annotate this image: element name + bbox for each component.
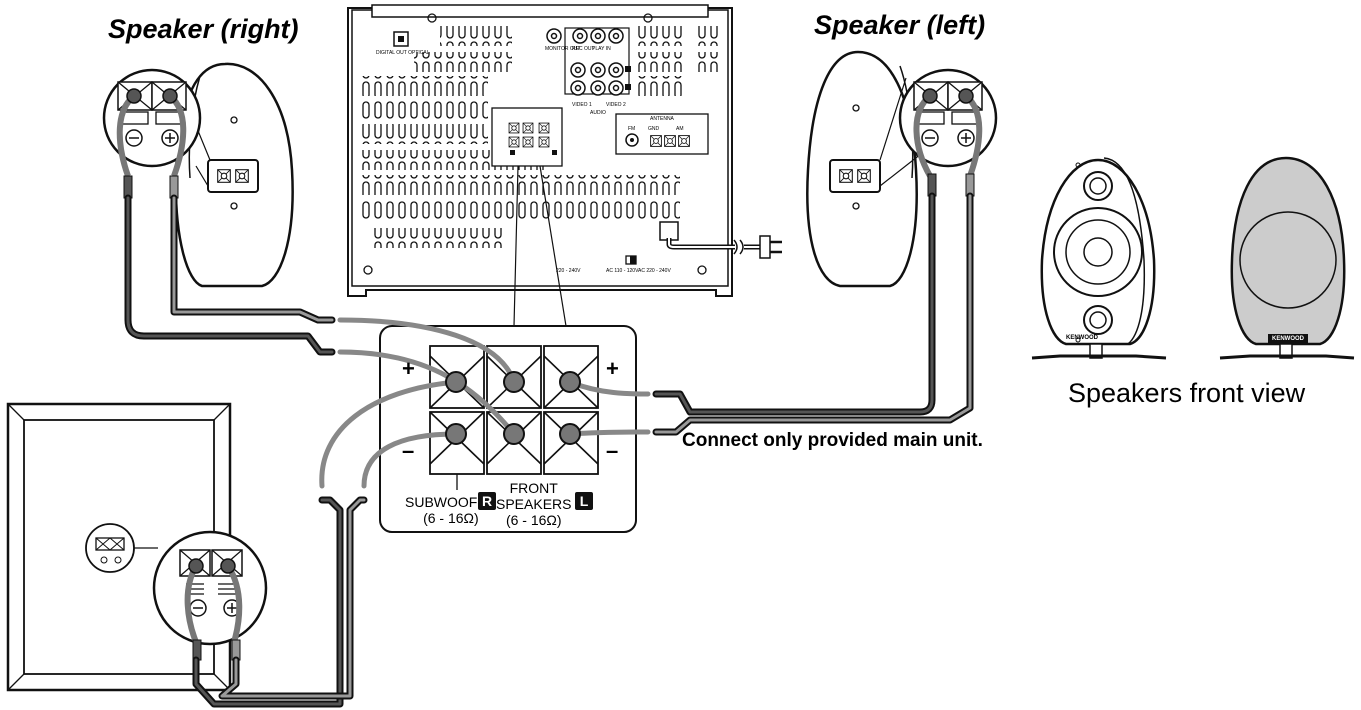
rec-out-label: REC OUT <box>572 46 595 52</box>
plus-sign-right: + <box>606 356 619 381</box>
right-channel-badge: R <box>478 492 496 511</box>
video1-label: VIDEO 1 <box>572 102 592 108</box>
speaker-left-title: Speaker (left) <box>814 10 986 40</box>
main-unit-rear-panel <box>347 4 782 297</box>
brand-logo-grille: KENWOOD <box>1272 336 1304 342</box>
front-view-caption: Speakers front view <box>1068 378 1306 408</box>
zoom-callout-lines <box>513 165 567 327</box>
audio-label: AUDIO <box>590 110 606 116</box>
left-channel-badge: L <box>575 492 593 511</box>
speaker-right-title: Speaker (right) <box>108 14 299 44</box>
speaker-right-illustration <box>102 62 294 288</box>
fm-label: FM <box>628 126 636 132</box>
plus-sign-left: + <box>402 356 415 381</box>
ac-voltage-label-1: AC 110 - 120V <box>606 268 639 274</box>
gnd-label: GND <box>648 126 660 132</box>
connect-note: Connect only provided main unit. <box>682 430 983 451</box>
ac-voltage-label-2: AC 220 - 240V <box>638 268 671 274</box>
speakers-front-view <box>1031 156 1355 360</box>
minus-sign-right: – <box>606 438 619 463</box>
subwoofer-illustration <box>6 402 268 692</box>
speaker-left-illustration <box>806 50 998 288</box>
am-label: AM <box>676 126 684 132</box>
speaker-wires <box>124 192 974 708</box>
terminal-knobs <box>445 371 581 445</box>
front-speakers-label: FRONT SPEAKERS (6 - 16Ω) <box>496 480 572 528</box>
video2-label: VIDEO 2 <box>606 102 626 108</box>
brand-logo-front: KENWOOD <box>1066 335 1098 341</box>
digital-out-label: DIGITAL OUT OPTICAL <box>376 50 430 56</box>
antenna-label: ANTENNA <box>650 116 674 122</box>
minus-sign-left: – <box>402 438 415 463</box>
ac-voltage-label-3: 220 - 240V <box>556 268 581 274</box>
play-in-label: PLAY IN <box>592 46 611 52</box>
monitor-out-label: MONITOR OUT <box>545 46 581 52</box>
subwoofer-label: SUBWOOFER (6 - 16Ω) <box>405 494 497 526</box>
